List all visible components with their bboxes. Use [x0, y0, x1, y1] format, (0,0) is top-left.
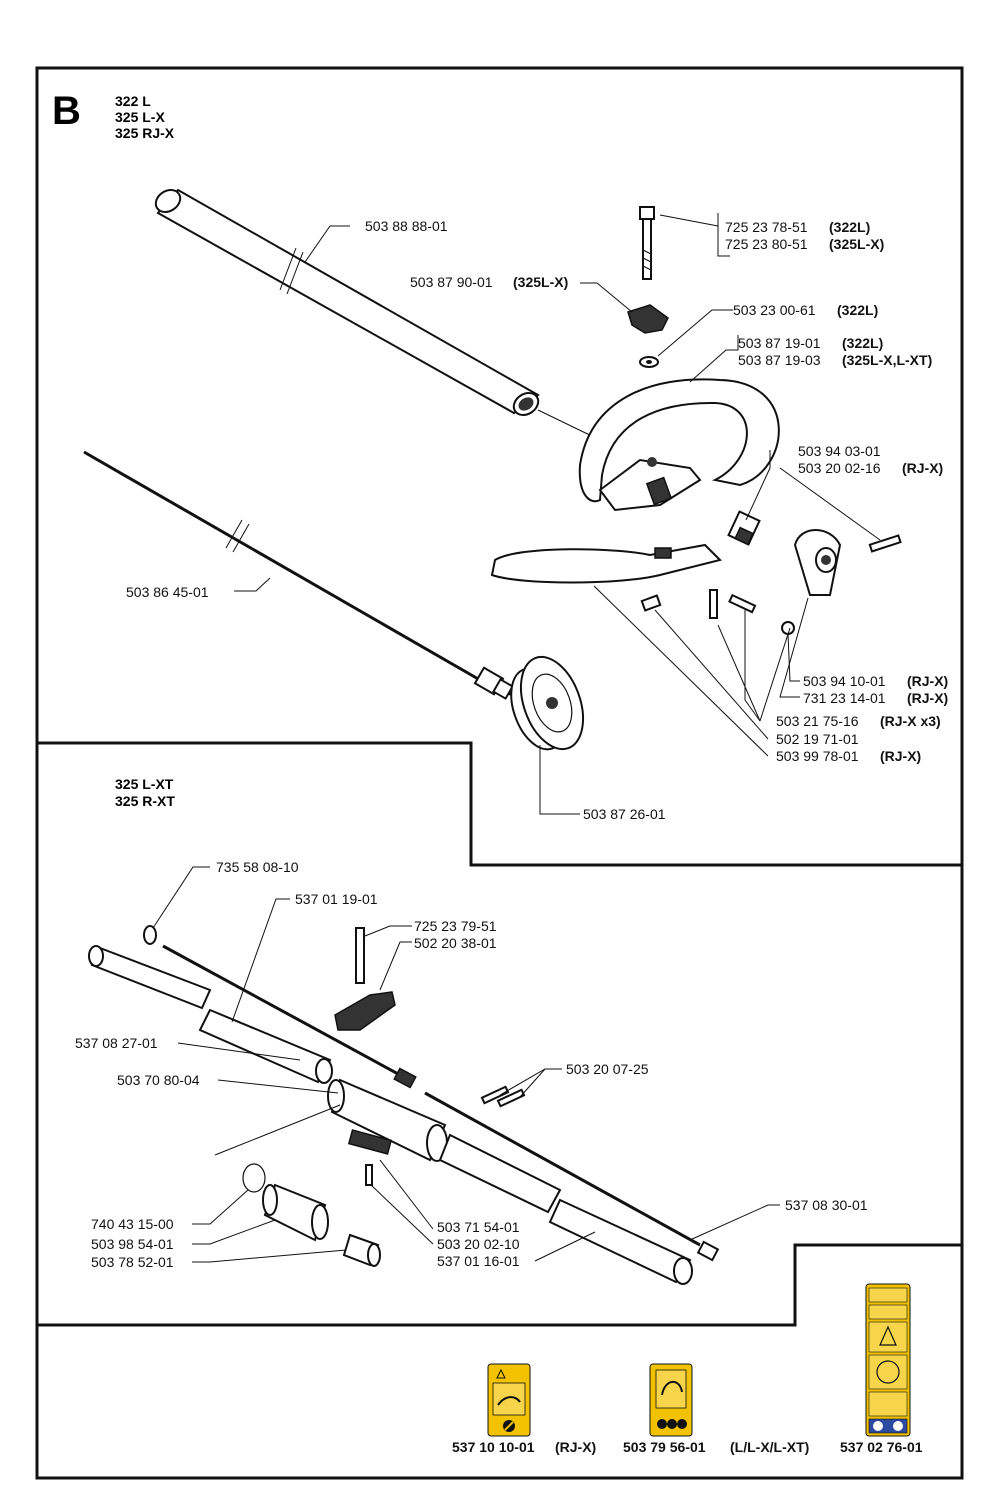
label-bolt-b: 725 23 80-51 [725, 236, 808, 252]
lower-tube-drawing [438, 1133, 693, 1285]
label-bolt-a: 725 23 78-51 [725, 219, 808, 235]
label-shaft-lower: 537 08 30-01 [785, 1197, 868, 1213]
lower-shaft-drawing [424, 1091, 701, 1247]
label-plate: 503 71 54-01 [437, 1219, 520, 1235]
label-drive-shaft: 537 01 19-01 [295, 891, 378, 907]
leader-lines-bottom [152, 866, 780, 1263]
washer2-drawing [143, 925, 157, 945]
label-loop: 503 99 78-01 [776, 748, 859, 764]
label-tube-lower: 537 01 16-01 [437, 1253, 520, 1269]
decal-2-note: (L/L-X/L-XT) [730, 1439, 809, 1455]
label-bolt-a-note: (322L) [829, 219, 870, 235]
label-washer: 503 23 00-61 [733, 302, 816, 318]
oring-drawing [242, 1163, 266, 1193]
square-nut [640, 594, 662, 612]
leader-lines-top [234, 213, 881, 815]
label-screw3: 503 21 75-16 [776, 713, 859, 729]
label-oring: 740 43 15-00 [91, 1216, 174, 1232]
decal-2 [649, 1363, 693, 1437]
label-nut-note: (RJ-X) [907, 690, 948, 706]
knob-drawing [627, 304, 669, 334]
label-loop-note: (RJ-X) [880, 748, 921, 764]
label-knob-note: (325L-X) [513, 274, 568, 290]
drum-drawing [510, 655, 585, 751]
label-bolt-b-note: (325L-X) [829, 236, 884, 252]
spline-drawing [262, 1183, 329, 1242]
label-shaft: 503 86 45-01 [126, 584, 209, 600]
section-letter: B [52, 89, 81, 133]
upper-tube-drawing [88, 945, 333, 1084]
decal-1-note: (RJ-X) [555, 1439, 596, 1455]
label-washer2: 735 58 08-10 [216, 859, 299, 875]
label-nut: 731 23 14-01 [803, 690, 886, 706]
label-clamp-a: 503 94 03-01 [798, 443, 881, 459]
decal-1-part: 537 10 10-01 [452, 1439, 535, 1455]
bar-handle-drawing [490, 543, 722, 584]
decal-1 [487, 1363, 531, 1437]
label-bolt-c: 725 23 79-51 [414, 918, 497, 934]
drive-shaft-drawing [162, 944, 401, 1077]
label-sleeve: 503 78 52-01 [91, 1254, 174, 1270]
label-handle-a: 503 87 19-01 [738, 335, 821, 351]
nut-drawing [781, 621, 795, 635]
shaft-drawing [83, 450, 526, 702]
screws-pair-drawing [480, 1085, 510, 1105]
label-tube: 503 88 88-01 [365, 218, 448, 234]
screw-mid [728, 593, 757, 614]
sleeve-drawing [342, 1233, 381, 1267]
section-divider-upper [37, 741, 962, 867]
model-325lxt: 325 L-XT [115, 776, 174, 792]
label-screws-pair: 503 20 07-25 [566, 1061, 649, 1077]
label-handle-a-note: (322L) [842, 335, 883, 351]
decal-3-part: 537 02 76-01 [840, 1439, 923, 1455]
bolt-c-drawing [355, 927, 365, 984]
label-knob: 503 87 90-01 [410, 274, 493, 290]
label-screw-small: 503 20 02-10 [437, 1236, 520, 1252]
label-knob2: 502 20 38-01 [414, 935, 497, 951]
label-handle-b-note: (325L-X,L-XT) [842, 352, 932, 368]
label-bracket-a-note: (RJ-X) [907, 673, 948, 689]
label-square-nut: 502 19 71-01 [776, 731, 859, 747]
label-washer-note: (322L) [837, 302, 878, 318]
bolt-drawing [639, 206, 655, 280]
label-drum: 503 87 26-01 [583, 806, 666, 822]
label-screw3-note: (RJ-X x3) [880, 713, 941, 729]
screw-low [709, 589, 718, 619]
model-325rjx: 325 RJ-X [115, 125, 175, 141]
label-spline: 503 98 54-01 [91, 1236, 174, 1252]
label-handle-b: 503 87 19-03 [738, 352, 821, 368]
label-tube-upper: 537 08 27-01 [75, 1035, 158, 1051]
label-clamp-b-note: (RJ-X) [902, 460, 943, 476]
tube-drawing [154, 188, 540, 416]
model-325lx: 325 L-X [115, 109, 165, 125]
loop-handle-drawing [578, 378, 780, 512]
decal-3 [865, 1283, 911, 1437]
label-clamp-b: 503 20 02-16 [798, 460, 881, 476]
label-coupler: 503 70 80-04 [117, 1072, 200, 1088]
clamp-drawing [727, 510, 842, 596]
plate-drawing [347, 1129, 393, 1155]
coupler-drawing [327, 1078, 448, 1162]
label-bracket-a: 503 94 10-01 [803, 673, 886, 689]
screw-small-drawing [365, 1164, 373, 1186]
section-divider-lower [37, 1243, 962, 1327]
model-325rxt: 325 R-XT [115, 793, 175, 809]
page-frame [35, 66, 964, 1480]
decal-2-part: 503 79 56-01 [623, 1439, 706, 1455]
knob2-drawing [334, 991, 396, 1031]
screw-right [868, 534, 902, 553]
model-322l: 322 L [115, 93, 151, 109]
